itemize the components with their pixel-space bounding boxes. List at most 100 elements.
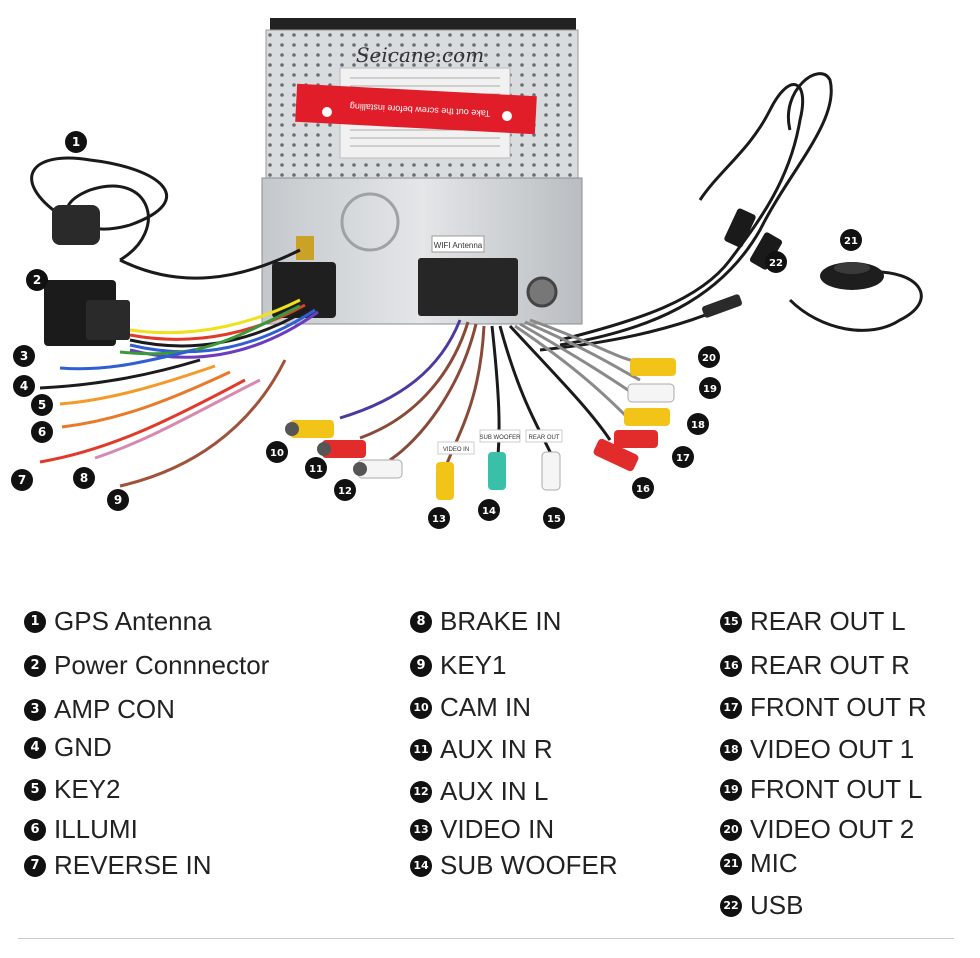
callout-number: 22 — [769, 258, 783, 269]
legend-label: GPS Antenna — [54, 606, 212, 636]
callout-number: 3 — [20, 349, 28, 363]
legend-label: AMP CON — [54, 694, 175, 724]
callout-number: 4 — [20, 379, 28, 393]
callout-number: 15 — [547, 514, 561, 525]
rca-rear-out-l — [541, 451, 561, 491]
callout-circle — [73, 467, 95, 489]
rca-sub-woofer — [488, 452, 506, 490]
callout-circle — [698, 346, 720, 368]
callout-circle — [478, 499, 500, 521]
callout-circle — [699, 377, 721, 399]
sub-woofer-tag — [479, 429, 521, 443]
rca-plugs — [285, 358, 676, 500]
callout-number: 10 — [270, 448, 284, 459]
rca-video-out-2 — [630, 358, 676, 376]
callout-9: 9 — [107, 489, 129, 511]
callout-circle — [765, 251, 787, 273]
legend-label: USB — [750, 890, 804, 920]
rear-out-tag-text: REAR OUT — [528, 435, 559, 441]
callout-number: 5 — [38, 398, 46, 412]
callout-number: 18 — [691, 420, 705, 431]
wifi-antenna-tag — [431, 235, 485, 253]
callout-4: 4 — [13, 375, 35, 397]
screw-mark-right — [502, 111, 512, 121]
callout-1: 1 — [65, 131, 87, 153]
callout-number: 2 — [33, 273, 41, 287]
callout-number: 11 — [309, 464, 323, 475]
callout-circle — [543, 507, 565, 529]
callout-circle — [687, 413, 709, 435]
callout-circle — [31, 394, 53, 416]
callout-number: 13 — [432, 514, 446, 525]
legend-label: BRAKE IN — [440, 606, 562, 636]
callout-18: 18 — [687, 413, 709, 435]
legend-number: 21 — [720, 852, 742, 875]
rca-aux-in-l — [353, 459, 403, 479]
power-socket — [272, 262, 336, 318]
callout-circle — [840, 229, 862, 251]
legend-number: 1 — [24, 610, 46, 633]
rear-panel-emboss — [340, 192, 400, 252]
legend-number: 16 — [720, 654, 742, 677]
callout-22: 22 — [765, 251, 787, 273]
legend-number: 22 — [720, 894, 742, 917]
unit-top-edge — [270, 18, 576, 32]
callout-circle — [13, 345, 35, 367]
callout-number: 19 — [703, 384, 717, 395]
callout-number: 12 — [338, 486, 352, 497]
callout-21: 21 — [840, 229, 862, 251]
callout-number: 14 — [482, 506, 496, 517]
legend-number: 15 — [720, 610, 742, 633]
callout-circle — [334, 479, 356, 501]
callout-8: 8 — [73, 467, 95, 489]
legend-number: 14 — [410, 854, 432, 877]
legend-label: CAM IN — [440, 692, 531, 722]
legend-label: FRONT OUT L — [750, 774, 923, 804]
wifi-antenna-label: WIFI Antenna — [434, 241, 483, 250]
legend-number: 18 — [720, 738, 742, 761]
legend-label: AUX IN R — [440, 734, 553, 764]
callout-5: 5 — [31, 394, 53, 416]
legend-label: FRONT OUT R — [750, 692, 927, 722]
callout-circle — [65, 131, 87, 153]
rca-aux-in-r — [317, 440, 366, 458]
gps-puck — [52, 205, 100, 245]
callout-2: 2 — [26, 269, 48, 291]
callout-number: 21 — [844, 236, 858, 247]
callout-19: 19 — [699, 377, 721, 399]
video-in-tag — [437, 441, 475, 455]
rear-out-tag — [525, 429, 563, 443]
legend-number: 7 — [24, 854, 46, 877]
screw-mark-left — [322, 107, 332, 117]
legend-number: 12 — [410, 780, 432, 803]
legend-item-14: 14 SUB WOOFER — [410, 850, 618, 881]
legend-item-22: 22 USB — [720, 890, 803, 921]
legend-label: GND — [54, 732, 112, 762]
legend-item-1: 1 GPS Antenna — [24, 606, 212, 637]
legend-number: 9 — [410, 654, 432, 677]
legend-label: SUB WOOFER — [440, 850, 618, 880]
rca-front-out-l — [627, 383, 675, 403]
power-connector — [44, 280, 130, 346]
legend-label: AUX IN L — [440, 776, 549, 806]
callout-circle — [13, 375, 35, 397]
callout-3: 3 — [13, 345, 35, 367]
legend-label: VIDEO OUT 1 — [750, 734, 915, 764]
legend-item-18: 18 VIDEO OUT 1 — [720, 734, 914, 765]
rca-video-out-1 — [624, 408, 670, 426]
warning-sticker — [295, 83, 537, 135]
callout-20: 20 — [698, 346, 720, 368]
